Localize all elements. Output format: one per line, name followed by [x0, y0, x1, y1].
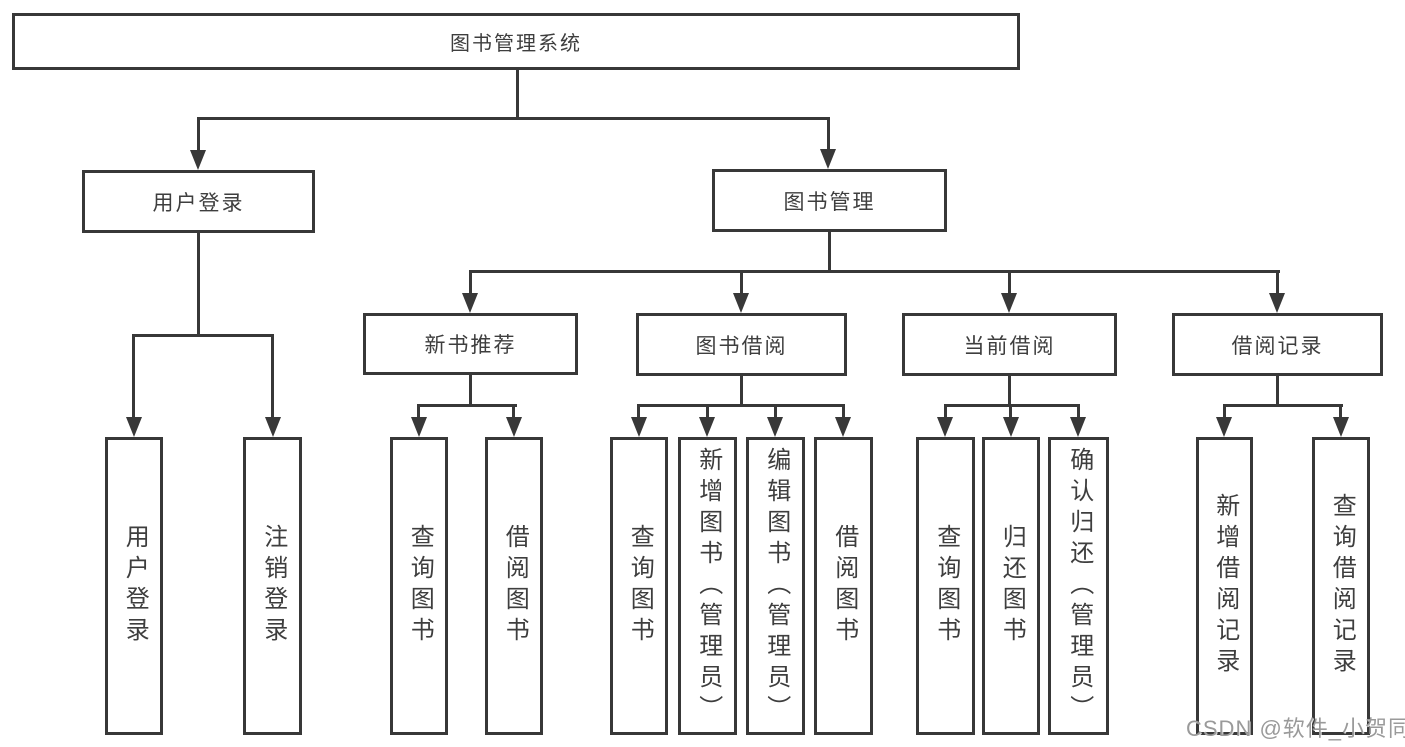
node-root: 图书管理系统 — [12, 13, 1020, 70]
connector-line — [132, 336, 135, 417]
leaf-label: 查询图书 — [932, 524, 960, 648]
arrow-down-icon — [265, 417, 281, 437]
connector-line — [827, 119, 830, 150]
connector-line — [1276, 272, 1279, 293]
leaf-label: 借阅图书 — [830, 524, 858, 648]
leaf-label: 查询图书 — [406, 524, 434, 648]
connector-line — [417, 404, 517, 407]
connector-line — [944, 406, 947, 419]
connector-line — [637, 406, 640, 419]
connector-line — [1276, 375, 1279, 406]
leaf-borrow-books: 借阅图书 — [485, 437, 543, 735]
connector-line — [740, 375, 743, 406]
node-borrow-record: 借阅记录 — [1172, 313, 1383, 376]
connector-line — [828, 231, 831, 272]
connector-line — [197, 117, 830, 120]
arrow-down-icon — [190, 150, 206, 170]
leaf-label: 归还图书 — [998, 524, 1026, 648]
arrow-down-icon — [126, 417, 142, 437]
leaf-label: 用户登录 — [121, 524, 149, 648]
leaf-query-books: 查询图书 — [916, 437, 975, 735]
arrow-down-icon — [411, 417, 427, 437]
connector-line — [706, 406, 709, 419]
connector-line — [842, 406, 845, 419]
connector-line — [740, 272, 743, 293]
arrow-down-icon — [462, 293, 478, 313]
connector-line — [516, 70, 519, 119]
connector-line — [944, 404, 1080, 407]
leaf-query-books: 查询图书 — [390, 437, 448, 735]
leaf-label: 确认归还（管理员） — [1065, 446, 1093, 726]
connector-line — [1223, 406, 1226, 419]
connector-line — [1008, 272, 1011, 293]
arrow-down-icon — [1216, 417, 1232, 437]
leaf-user-login: 用户登录 — [105, 437, 163, 735]
arrow-down-icon — [1269, 293, 1285, 313]
arrow-down-icon — [1070, 417, 1086, 437]
leaf-label: 新增图书（管理员） — [694, 446, 722, 726]
arrow-down-icon — [506, 417, 522, 437]
connector-line — [197, 119, 200, 152]
connector-line — [469, 272, 472, 293]
leaf-label: 编辑图书（管理员） — [762, 446, 790, 726]
leaf-label: 注销登录 — [259, 524, 287, 648]
leaf-borrow-books: 借阅图书 — [814, 437, 873, 735]
arrow-down-icon — [1001, 293, 1017, 313]
node-current-borrow: 当前借阅 — [902, 313, 1117, 376]
connector-line — [637, 404, 845, 407]
connector-line — [417, 406, 420, 419]
node-new-book-recommend: 新书推荐 — [363, 313, 578, 375]
arrow-down-icon — [820, 149, 836, 169]
node-book-management: 图书管理 — [712, 169, 947, 232]
connector-line — [1009, 406, 1012, 419]
arrow-down-icon — [631, 417, 647, 437]
arrow-down-icon — [1333, 417, 1349, 437]
leaf-label: 新增借阅记录 — [1211, 493, 1239, 679]
connector-line — [132, 334, 274, 337]
connector-line — [512, 406, 515, 419]
arrow-down-icon — [835, 417, 851, 437]
connector-line — [469, 375, 472, 406]
node-book-borrow: 图书借阅 — [636, 313, 847, 376]
connector-line — [1223, 404, 1343, 407]
leaf-label: 查询借阅记录 — [1328, 493, 1356, 679]
leaf-label: 查询图书 — [626, 524, 654, 648]
connector-line — [469, 270, 1280, 273]
leaf-confirm-return-admin: 确认归还（管理员） — [1048, 437, 1109, 735]
leaf-add-borrow-record: 新增借阅记录 — [1196, 437, 1253, 735]
leaf-logout-login: 注销登录 — [243, 437, 302, 735]
connector-line — [1077, 406, 1080, 419]
connector-line — [774, 406, 777, 419]
connector-line — [1339, 406, 1342, 419]
leaf-add-books-admin: 新增图书（管理员） — [678, 437, 737, 735]
leaf-edit-books-admin: 编辑图书（管理员） — [746, 437, 805, 735]
arrow-down-icon — [937, 417, 953, 437]
arrow-down-icon — [767, 417, 783, 437]
connector-line — [197, 232, 200, 336]
leaf-query-borrow-record: 查询借阅记录 — [1312, 437, 1370, 735]
watermark: CSDN @软件_小贺同学 — [1186, 716, 1405, 741]
arrow-down-icon — [699, 417, 715, 437]
connector-line — [271, 336, 274, 417]
connector-line — [1008, 375, 1011, 406]
leaf-return-books: 归还图书 — [982, 437, 1040, 735]
leaf-label: 借阅图书 — [501, 524, 529, 648]
arrow-down-icon — [1003, 417, 1019, 437]
leaf-query-books: 查询图书 — [610, 437, 668, 735]
arrow-down-icon — [733, 293, 749, 313]
node-user-login: 用户登录 — [82, 170, 315, 233]
